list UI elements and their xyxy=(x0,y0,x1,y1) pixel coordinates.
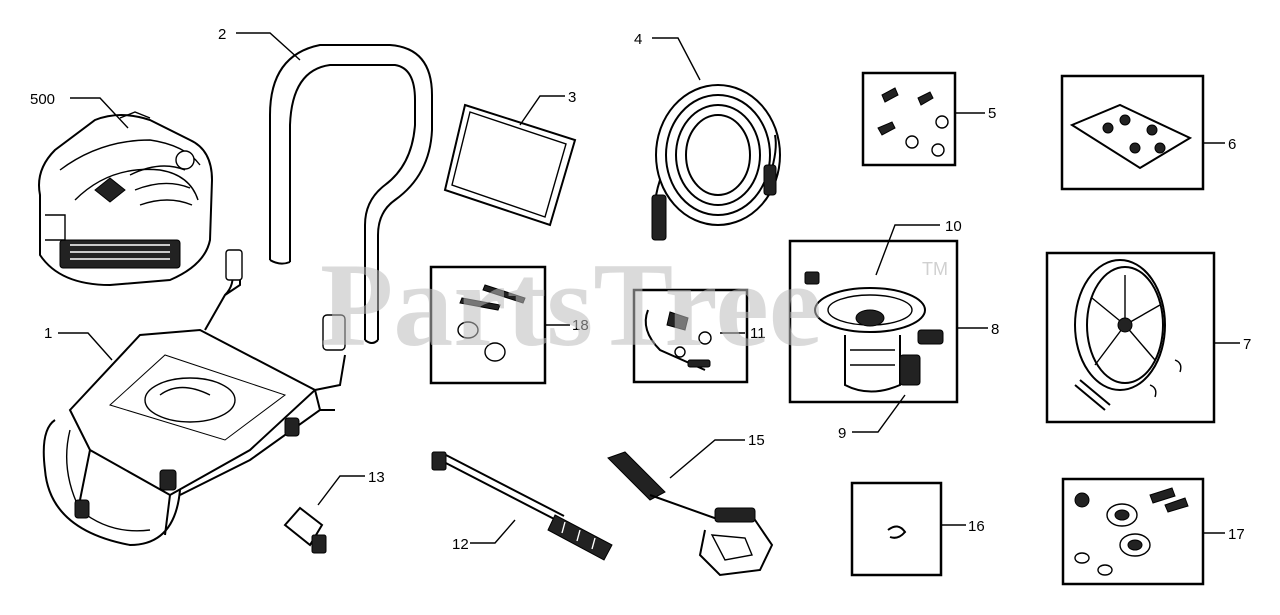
part-1-frame[interactable] xyxy=(42,249,346,547)
callout-500[interactable]: 500 xyxy=(30,91,55,108)
leader-2 xyxy=(236,32,301,61)
leader-12 xyxy=(470,519,516,544)
part-7-wheel[interactable] xyxy=(1045,251,1216,424)
callout-16[interactable]: 16 xyxy=(968,518,985,535)
part-11-box[interactable] xyxy=(632,288,749,384)
part-17-box[interactable] xyxy=(1061,477,1205,586)
callout-18[interactable]: 18 xyxy=(572,317,589,334)
leader-3 xyxy=(519,95,565,126)
part-3-card[interactable] xyxy=(443,103,577,227)
leader-4 xyxy=(652,37,701,81)
leader-10 xyxy=(875,224,940,276)
callout-10[interactable]: 10 xyxy=(945,218,962,235)
part-12-wand[interactable] xyxy=(431,451,613,561)
part-8-pump[interactable] xyxy=(788,239,959,404)
callout-6[interactable]: 6 xyxy=(1228,136,1236,153)
leader-13 xyxy=(317,475,365,506)
leader-9 xyxy=(852,394,906,433)
part-5-box[interactable] xyxy=(861,71,957,167)
part-15-gun[interactable] xyxy=(607,451,774,577)
leader-15 xyxy=(669,439,745,479)
part-13-nozzle[interactable] xyxy=(283,506,327,554)
part-2-handle[interactable] xyxy=(269,44,433,351)
leader-1 xyxy=(58,332,113,361)
part-6-box[interactable] xyxy=(1060,74,1205,191)
part-18-box[interactable] xyxy=(429,265,547,385)
callout-2[interactable]: 2 xyxy=(218,26,226,43)
callout-8[interactable]: 8 xyxy=(991,321,999,338)
callout-12[interactable]: 12 xyxy=(452,536,469,553)
callout-3[interactable]: 3 xyxy=(568,89,576,106)
callout-7[interactable]: 7 xyxy=(1243,336,1251,353)
callout-11[interactable]: 11 xyxy=(750,325,766,342)
watermark-tm: TM xyxy=(922,259,948,279)
part-4-hose[interactable] xyxy=(651,84,781,241)
leader-500 xyxy=(70,97,129,129)
callout-5[interactable]: 5 xyxy=(988,105,996,122)
callout-9[interactable]: 9 xyxy=(838,425,846,442)
callout-1[interactable]: 1 xyxy=(44,325,52,342)
watermark-logo: PartsTree xyxy=(320,238,822,371)
callout-13[interactable]: 13 xyxy=(368,469,385,486)
part-500-engine[interactable] xyxy=(38,111,214,287)
part-16-box[interactable] xyxy=(850,481,943,577)
callout-4[interactable]: 4 xyxy=(634,31,642,48)
callout-17[interactable]: 17 xyxy=(1228,526,1245,543)
callout-15[interactable]: 15 xyxy=(748,432,765,449)
